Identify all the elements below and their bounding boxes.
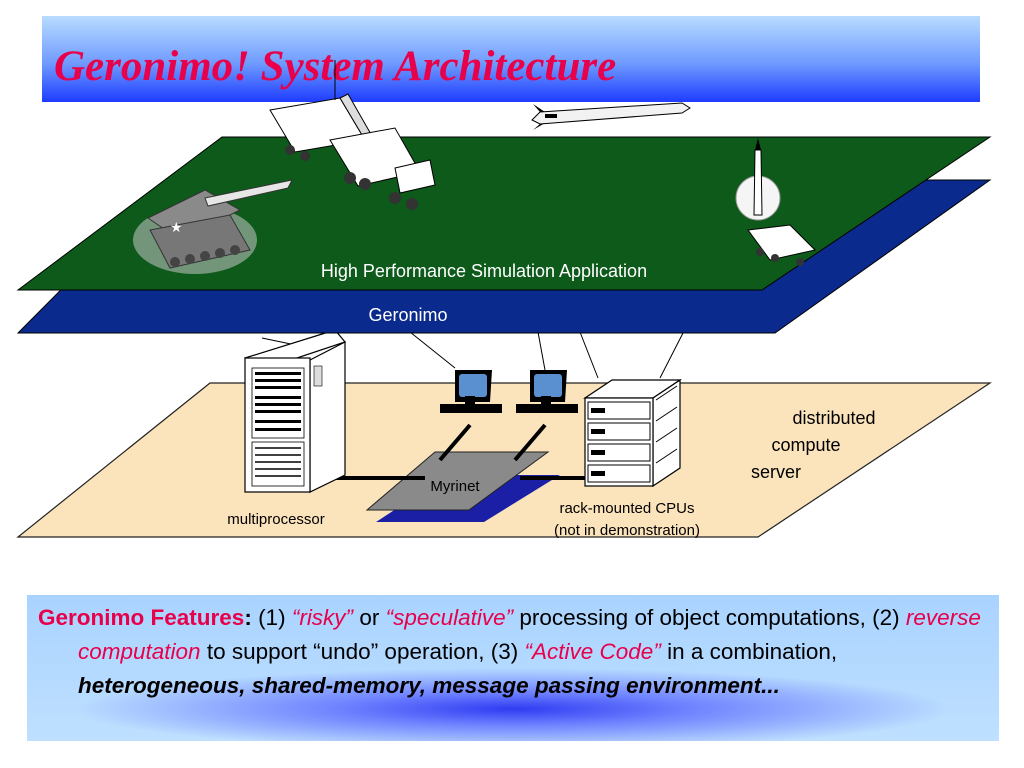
features-text: Geronimo Features: (1) “risky” or “specu… bbox=[38, 601, 1008, 703]
missile-launcher-vehicle-icon: ★ bbox=[133, 179, 293, 274]
myrinet-plate bbox=[365, 451, 550, 511]
reverse-computation-term: reverse computation bbox=[78, 605, 981, 664]
features-heading: Geronimo Features bbox=[38, 605, 245, 630]
truck-launcher-icon bbox=[269, 60, 436, 210]
distributed-label-line3: server bbox=[751, 462, 801, 482]
distributed-label-line2: compute bbox=[771, 435, 840, 455]
speculative-term: “speculative” bbox=[385, 605, 514, 630]
features-text-3: to support “undo” operation, (3) bbox=[200, 639, 525, 664]
distributed-label-line1: distributed bbox=[792, 408, 875, 428]
missile-icon bbox=[531, 102, 691, 130]
rack-label-line2: (not in demonstration) bbox=[554, 522, 700, 539]
network-cables bbox=[335, 423, 585, 480]
svg-text:★: ★ bbox=[170, 220, 183, 236]
application-layer-label: High Performance Simulation Application bbox=[321, 261, 647, 281]
active-code-term: “Active Code” bbox=[524, 639, 661, 664]
environment-phrase: heterogeneous, shared-memory, message pa… bbox=[78, 673, 780, 698]
features-box: Geronimo Features: (1) “risky” or “specu… bbox=[27, 595, 999, 741]
features-text-2: processing of object computations, (2) bbox=[513, 605, 906, 630]
application-plane bbox=[16, 136, 992, 291]
multiprocessor-cabinet-icon bbox=[244, 329, 347, 493]
workstation-icon bbox=[440, 370, 502, 413]
features-text-4: in a combination, bbox=[660, 639, 838, 664]
multiprocessor-label: multiprocessor bbox=[227, 511, 325, 528]
features-text-1: (1) bbox=[251, 605, 292, 630]
workstation-icon bbox=[516, 370, 578, 413]
middleware-layer-label: Geronimo bbox=[368, 305, 447, 325]
myrinet-label: Myrinet bbox=[430, 478, 480, 495]
rack-server-icon bbox=[583, 378, 682, 488]
architecture-diagram: ★ High Performance Simu bbox=[16, 60, 992, 539]
rack-label-line1: rack-mounted CPUs bbox=[559, 500, 694, 517]
risky-term: “risky” bbox=[291, 605, 354, 630]
radar-launcher-icon bbox=[735, 138, 816, 266]
features-or: or bbox=[353, 605, 386, 630]
features-colon: : bbox=[244, 605, 252, 630]
